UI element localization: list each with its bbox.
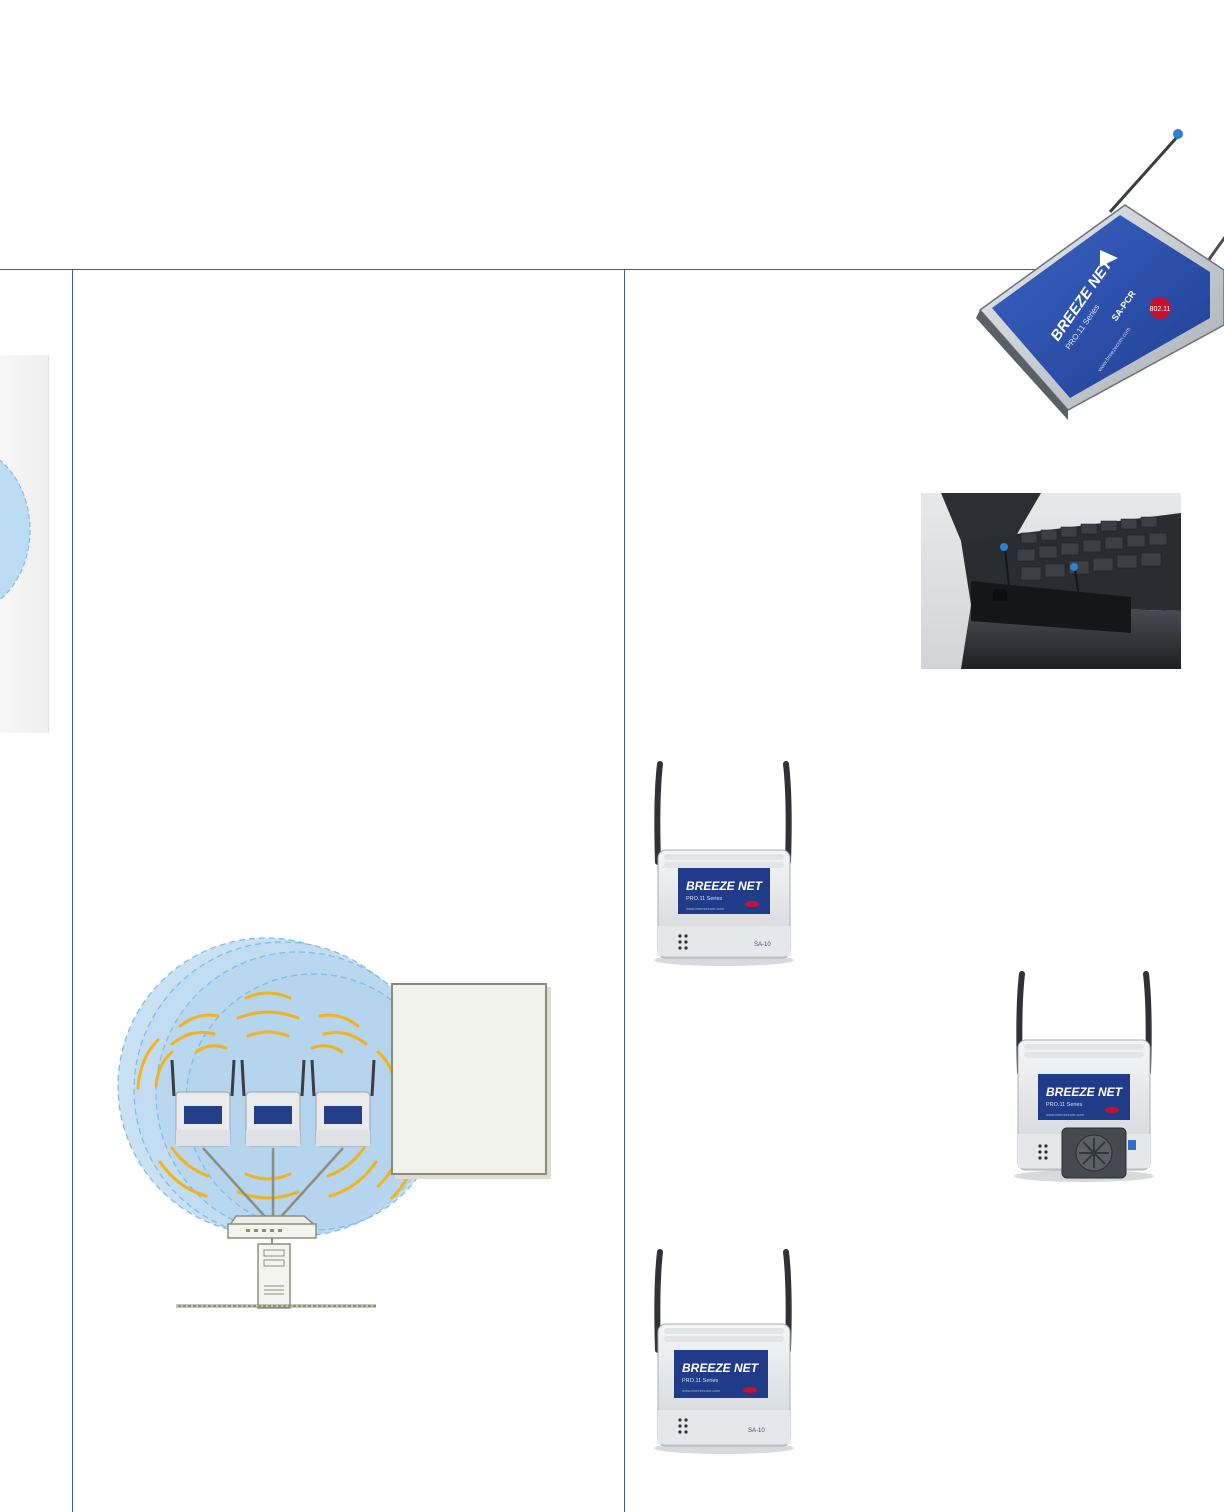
diagram-access-points bbox=[170, 1059, 376, 1147]
station-unit-model: SA-10 bbox=[748, 1428, 765, 1434]
ethernet-unit-photo: BREEZE NET PRO.11 Series www.breezecom.c… bbox=[1014, 971, 1154, 1182]
station-unit-url: www.breezecom.com bbox=[682, 1388, 721, 1393]
diagram-hub bbox=[227, 1215, 318, 1239]
diagram-server bbox=[257, 1238, 291, 1309]
top-horizontal-rule bbox=[0, 269, 1224, 270]
access-point-series: PRO.11 Series bbox=[686, 896, 723, 902]
pc-card-photo: 802.11 BREEZE NET PRO.11 Series SA-PCR w… bbox=[976, 129, 1224, 420]
station-unit-brand: BREEZE NET bbox=[682, 1361, 760, 1375]
right-column-rule bbox=[624, 269, 625, 1512]
diagram-callout-box bbox=[391, 983, 547, 1175]
coverage-diagram bbox=[117, 937, 443, 1309]
access-point-url: www.breezecom.com bbox=[686, 906, 725, 911]
access-point-brand: BREEZE NET bbox=[686, 879, 764, 893]
access-point-model: SA-10 bbox=[754, 942, 771, 948]
left-column-rule bbox=[72, 269, 73, 1512]
pc-card-badge: 802.11 bbox=[1150, 306, 1171, 313]
station-unit-series: PRO.11 Series bbox=[682, 1378, 719, 1384]
diagram-cabling bbox=[202, 1147, 344, 1221]
ethernet-unit-brand: BREEZE NET bbox=[1046, 1085, 1124, 1099]
ethernet-unit-series: PRO.11 Series bbox=[1046, 1102, 1083, 1108]
access-point-photo: BREEZE NET PRO.11 Series www.breezecom.c… bbox=[654, 761, 794, 966]
ethernet-unit-url: www.breezecom.com bbox=[1046, 1112, 1085, 1117]
station-unit-photo: BREEZE NET PRO.11 Series www.breezecom.c… bbox=[654, 1249, 794, 1454]
laptop-photo bbox=[921, 493, 1181, 669]
left-edge-coverage-circle bbox=[0, 459, 31, 601]
